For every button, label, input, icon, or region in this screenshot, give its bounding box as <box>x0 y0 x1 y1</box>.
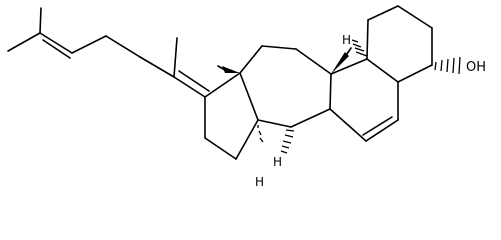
h-c9-label: H <box>342 33 351 47</box>
hashed-bonds <box>257 39 461 154</box>
hydroxyl-label: OH <box>466 60 486 75</box>
side-chain <box>7 7 210 98</box>
angular-methyls <box>217 47 352 74</box>
c8-hash <box>280 129 295 154</box>
c13-methyl-wedge <box>222 66 240 73</box>
ring-c <box>239 45 332 128</box>
h-c14-label: H <box>255 175 264 189</box>
c10-methyl-wedge <box>331 52 349 74</box>
c14-hash <box>257 125 264 143</box>
ring-b <box>329 58 399 142</box>
skeletal-formula: OH H H H <box>7 5 486 189</box>
c9-hash <box>351 39 368 57</box>
h-c8-label: H <box>273 155 282 169</box>
c3-hydroxyl-hash <box>434 56 461 75</box>
ring-d <box>204 72 259 160</box>
ring-a <box>366 5 433 83</box>
